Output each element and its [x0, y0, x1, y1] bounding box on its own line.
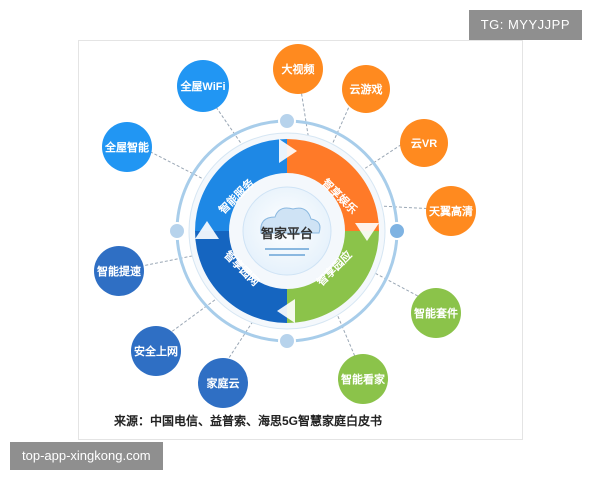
- source-caption: 来源：中国电信、益普索、海思5G智慧家庭白皮书: [114, 414, 383, 428]
- svg-text:智能提速: 智能提速: [97, 264, 141, 278]
- node-smart-kit: 智能套件: [411, 288, 461, 338]
- segment-smart-network: [195, 231, 287, 323]
- svg-text:家庭云: 家庭云: [207, 376, 240, 390]
- segment-smart-service: [195, 139, 287, 231]
- svg-text:全屋WiFi: 全屋WiFi: [179, 79, 225, 93]
- node-whole-home-wifi: 全屋WiFi: [177, 60, 229, 112]
- svg-text:云游戏: 云游戏: [350, 82, 383, 96]
- diagram-card: 智能服务 智享娱乐 智享园应 智享园网 智家平台 大视频 云游戏 云VR 天翼高…: [78, 40, 523, 440]
- node-family-cloud: 家庭云: [198, 358, 248, 408]
- center-label: 智家平台: [261, 226, 313, 241]
- node-whole-home-smart: 全屋智能: [102, 122, 152, 172]
- svg-text:天翼高清: 天翼高清: [429, 204, 473, 218]
- node-cloud-gaming: 云游戏: [342, 65, 390, 113]
- cloud-icon: [242, 186, 332, 276]
- watermark-site: top-app-xingkong.com: [10, 442, 163, 470]
- watermark-tag: TG: MYYJJPP: [468, 10, 582, 40]
- node-cloud-vr: 云VR: [400, 119, 448, 167]
- svg-text:云VR: 云VR: [411, 137, 437, 150]
- node-smart-home-watch: 智能看家: [338, 354, 388, 404]
- node-big-video: 大视频: [273, 44, 323, 94]
- svg-text:全屋智能: 全屋智能: [104, 140, 149, 154]
- smart-home-diagram: 智能服务 智享娱乐 智享园应 智享园网 智家平台 大视频 云游戏 云VR 天翼高…: [94, 44, 476, 408]
- svg-text:安全上网: 安全上网: [134, 344, 178, 358]
- segment-smart-app: [287, 231, 379, 323]
- node-smart-speedup: 智能提速: [94, 246, 144, 296]
- svg-text:大视频: 大视频: [282, 62, 315, 76]
- segment-smart-entertainment: [287, 139, 379, 231]
- svg-text:智能看家: 智能看家: [341, 372, 386, 386]
- svg-text:智能套件: 智能套件: [414, 306, 458, 320]
- node-safe-internet: 安全上网: [131, 326, 181, 376]
- node-tianyi-hd: 天翼高清: [426, 186, 476, 236]
